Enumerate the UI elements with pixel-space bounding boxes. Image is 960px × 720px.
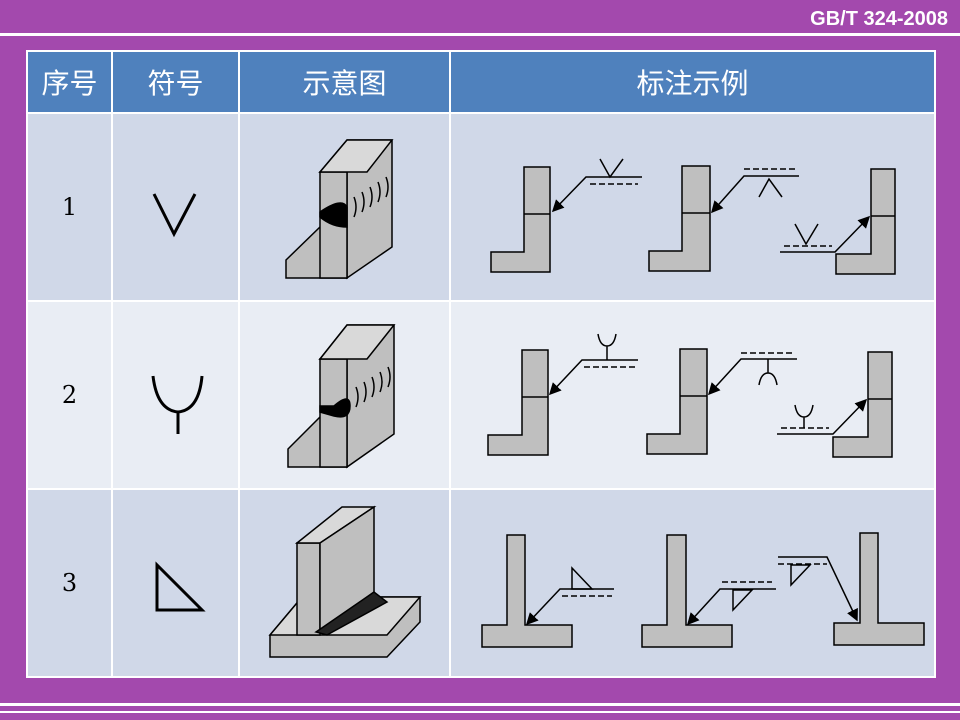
bottom-divider: [0, 703, 960, 706]
header-example: 标注示例: [449, 50, 936, 114]
fillet-weld-symbol-icon: [155, 561, 206, 612]
u-groove-weld-symbol-icon: [151, 375, 204, 434]
table-row: 1: [26, 112, 936, 302]
u-groove-annotation-examples: [487, 333, 893, 458]
fillet-weld-diagram: [268, 505, 422, 658]
v-groove-annotation-examples: [490, 158, 896, 275]
standard-label: GB/T 324-2008: [810, 8, 948, 30]
top-divider: [0, 33, 960, 36]
v-groove-weld-symbol-icon: [152, 193, 197, 238]
v-groove-weld-diagram: [285, 139, 394, 280]
header-diagram: 示意图: [238, 50, 451, 114]
row-index: 1: [26, 112, 113, 302]
table-row: 3: [26, 488, 936, 678]
row-index: 2: [26, 300, 113, 490]
weld-symbol-table: 序号 符号 示意图 标注示例 1 2 3: [26, 50, 936, 678]
table-row: 2: [26, 300, 936, 490]
u-groove-weld-diagram: [287, 324, 396, 469]
header-symbol: 符号: [111, 50, 240, 114]
bottom-divider-thin: [0, 711, 960, 713]
row-index: 3: [26, 488, 113, 678]
fillet-annotation-examples: [481, 532, 925, 648]
header-index: 序号: [26, 50, 113, 114]
